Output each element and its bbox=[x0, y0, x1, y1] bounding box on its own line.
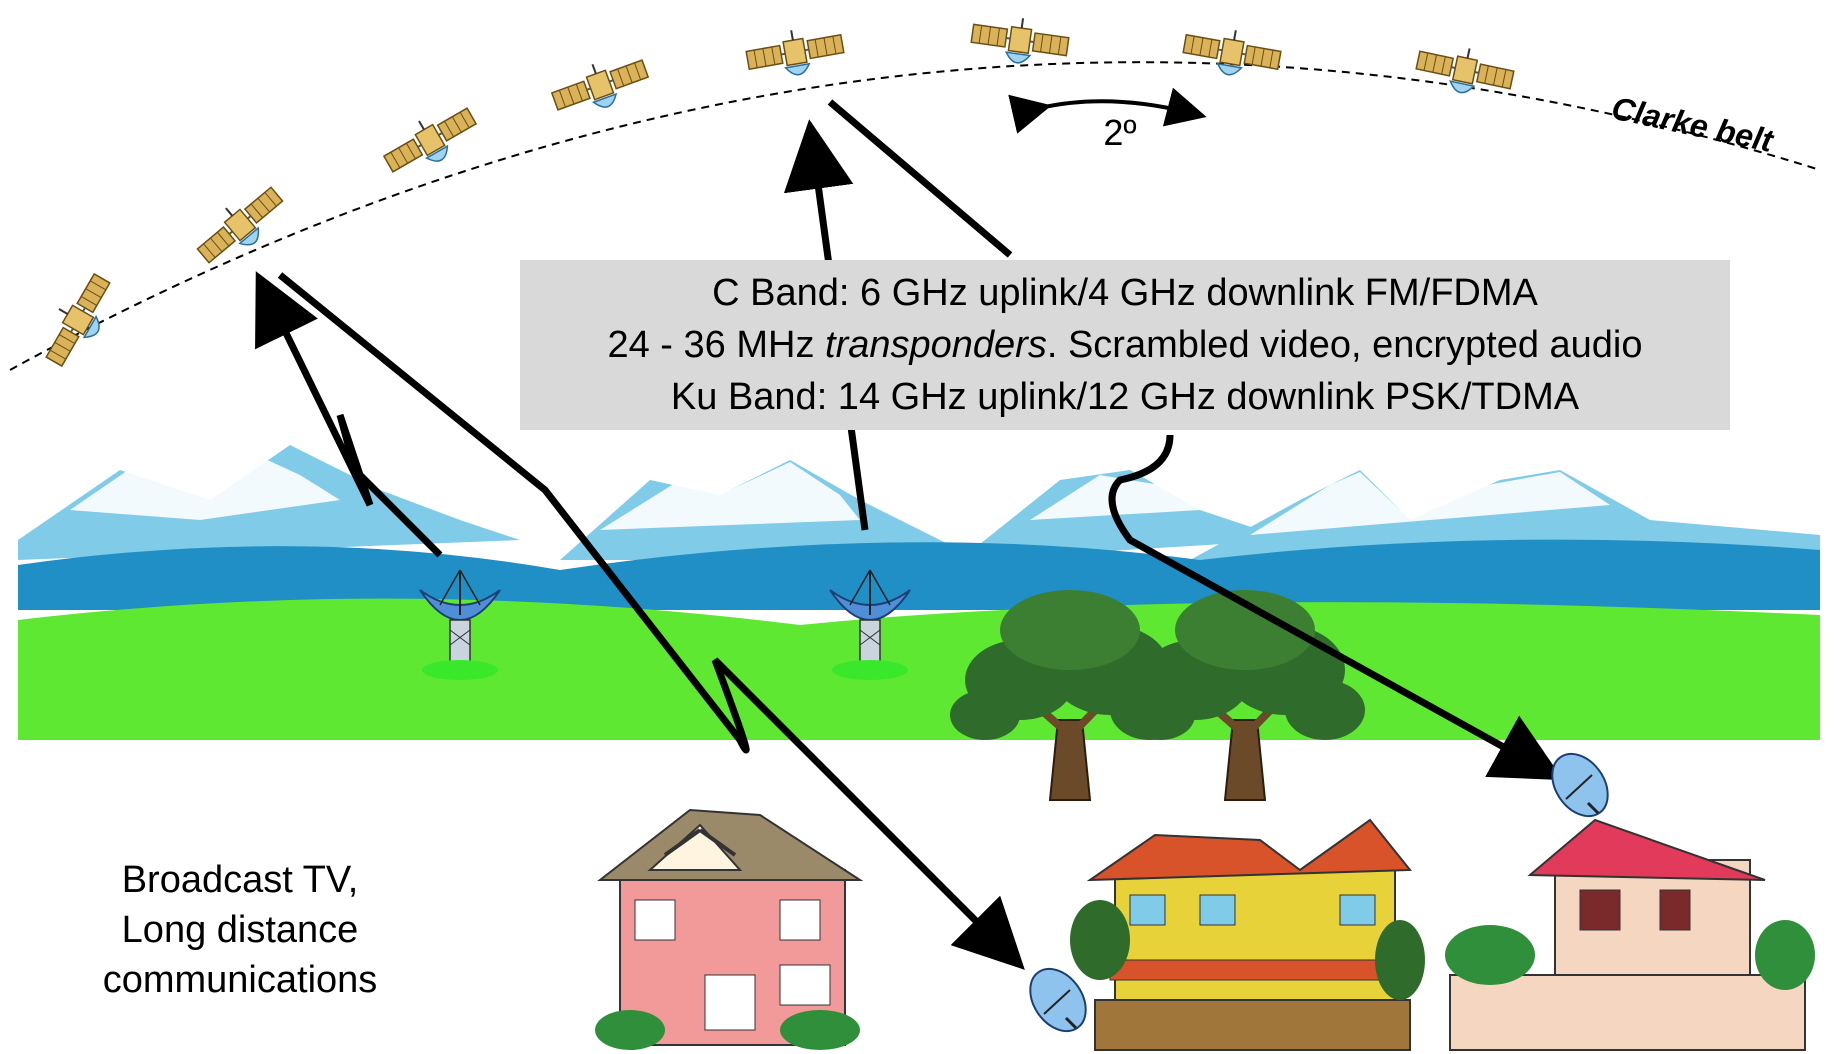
spacing-label: 2º bbox=[1103, 112, 1136, 153]
house-icon-right bbox=[1445, 818, 1815, 1051]
info-line-3: Ku Band: 14 GHz uplink/12 GHz downlink P… bbox=[670, 376, 1580, 418]
spacing-arrow bbox=[1008, 87, 1207, 134]
uplink-arrow-left bbox=[255, 271, 443, 558]
satellite-icon bbox=[968, 10, 1072, 71]
caption-line-3: communications bbox=[102, 959, 378, 1001]
satellite-icon bbox=[188, 176, 293, 275]
caption-line-1: Broadcast TV, bbox=[121, 859, 359, 901]
house-icon-center bbox=[1070, 818, 1425, 1051]
info-line-2-prefix: 24 - 36 MHz bbox=[607, 324, 826, 366]
downlink-arrow-right bbox=[827, 99, 1545, 770]
mountain-range bbox=[18, 445, 1820, 740]
satellite-icon bbox=[1179, 20, 1285, 84]
link-arrows bbox=[255, 99, 1545, 970]
satellite-icon bbox=[376, 95, 485, 185]
application-caption: Broadcast TV, Long distance communicatio… bbox=[60, 855, 420, 1005]
clarke-belt-label: Clarke belt bbox=[1609, 90, 1778, 160]
satellite-icon bbox=[33, 266, 123, 375]
clarke-belt-orbit bbox=[9, 61, 1821, 371]
satellite-icon bbox=[742, 20, 848, 84]
info-line-1: C Band: 6 GHz uplink/4 GHz downlink FM/F… bbox=[712, 272, 1538, 314]
info-line-2-suffix: . Scrambled video, encrypted audio bbox=[1046, 324, 1643, 366]
downlink-arrow-left bbox=[277, 272, 1025, 970]
caption-line-2: Long distance bbox=[121, 909, 359, 951]
info-line-2-italic: transponders bbox=[825, 324, 1047, 366]
info-line-2: 24 - 36 MHz transponders. Scrambled vide… bbox=[607, 319, 1642, 371]
house-icon-left bbox=[595, 808, 864, 1050]
satellite-icon bbox=[546, 46, 654, 125]
home-dish-icon-right bbox=[1539, 741, 1621, 829]
frequency-info-box: C Band: 6 GHz uplink/4 GHz downlink FM/F… bbox=[520, 260, 1730, 430]
